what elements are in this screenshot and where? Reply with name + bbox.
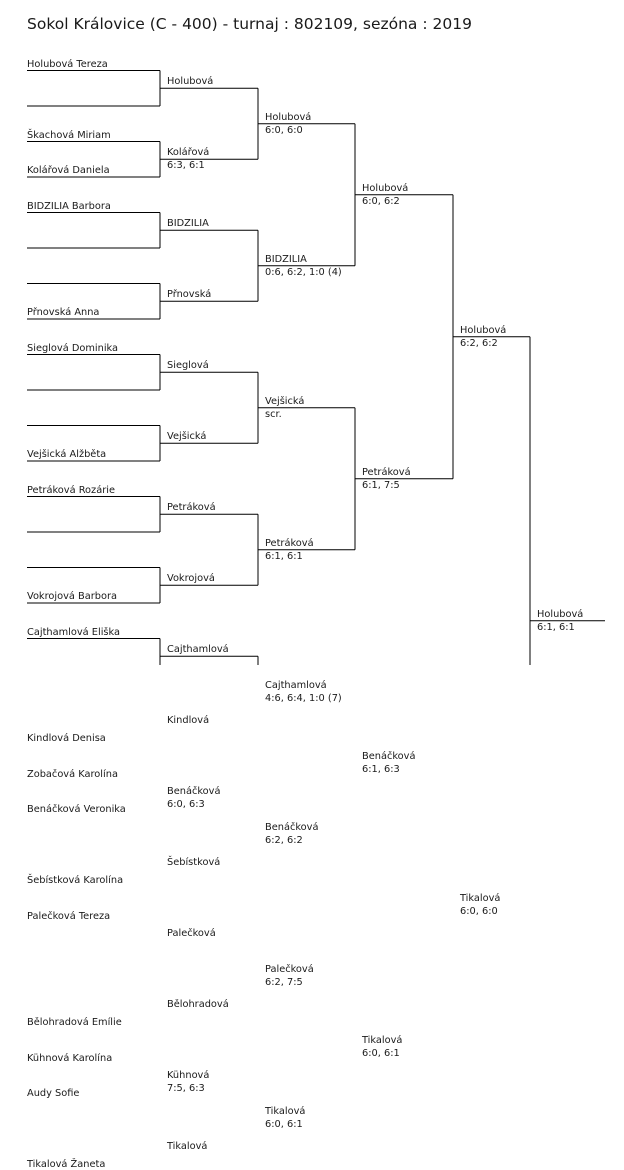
winner-name: Cajthamlová: [265, 679, 327, 691]
player-name: Sieglová Dominika: [27, 342, 119, 354]
match-score: scr.: [265, 408, 282, 420]
winner-name: Přnovská: [167, 289, 212, 301]
match-score: 6:0, 6:0: [460, 905, 498, 917]
winner-name: Vejšická: [167, 431, 207, 443]
player-name: Palečková Tereza: [27, 910, 111, 922]
match-score: 6:1, 7:5: [362, 479, 400, 491]
winner-name: Tikalová: [362, 1034, 403, 1046]
match-score: 6:0, 6:2: [362, 195, 400, 207]
player-name: Holubová Tereza: [27, 58, 108, 70]
match-score: 6:1, 6:1: [537, 621, 575, 633]
player-name: Kolářová Daniela: [27, 165, 110, 176]
match-score: 6:0, 6:1: [362, 1047, 400, 1059]
winner-name: BIDZILIA: [265, 253, 307, 265]
winner-name: Palečková: [265, 963, 314, 975]
winner-name: Holubová: [362, 182, 409, 194]
winner-name: Bělohradová: [167, 999, 229, 1011]
match-score: 6:2, 6:2: [265, 834, 303, 846]
match-score: 7:5, 6:3: [167, 1083, 205, 1095]
winner-name: Petráková: [167, 502, 216, 514]
winner-name: Kühnová: [167, 1070, 210, 1082]
winner-name: Tikalová: [265, 1105, 306, 1117]
bracket-lines: [27, 70, 605, 665]
winner-name: Holubová: [460, 324, 507, 336]
winner-name: Vejšická: [265, 395, 305, 407]
player-name: Vejšická Alžběta: [27, 449, 107, 460]
winner-name: Tikalová: [167, 1141, 208, 1153]
player-name: Přnovská Anna: [27, 307, 100, 318]
match-score: 6:0, 6:0: [265, 124, 303, 136]
winner-name: Benáčková: [362, 750, 416, 762]
winner-name: Petráková: [362, 466, 411, 478]
winner-name: Vokrojová: [167, 573, 215, 585]
winner-name: Holubová: [167, 76, 214, 88]
player-name: Cajthamlová Eliška: [27, 626, 121, 638]
winner-name: Šebístková: [167, 857, 221, 869]
player-name: Tikalová Žaneta: [27, 1159, 106, 1170]
player-name: Vokrojová Barbora: [27, 591, 118, 602]
winner-name: Petráková: [265, 537, 314, 549]
match-score: 6:2, 6:2: [460, 337, 498, 349]
match-score: 6:1, 6:3: [362, 763, 400, 775]
player-name: Audy Sofie: [27, 1088, 80, 1099]
winner-name: Cajthamlová: [167, 644, 229, 656]
player-name: Petráková Rozárie: [27, 484, 115, 496]
winner-name: Kindlová: [167, 715, 210, 727]
winner-name: Holubová: [265, 111, 312, 123]
match-score: 6:0, 6:1: [265, 1118, 303, 1130]
champion-name: Holubová: [537, 608, 584, 620]
player-name: Šebístková Karolína: [27, 875, 124, 886]
winner-name: Palečková: [167, 928, 216, 940]
match-score: 6:1, 6:1: [265, 550, 303, 562]
winner-name: BIDZILIA: [167, 218, 209, 230]
player-name: Zobačová Karolína: [27, 768, 118, 780]
match-score: 6:3, 6:1: [167, 160, 205, 172]
winner-name: Sieglová: [167, 360, 209, 372]
player-name: Bělohradová Emílie: [27, 1017, 122, 1028]
winner-name: Tikalová: [460, 892, 501, 904]
winner-name: Kolářová: [167, 147, 210, 159]
match-score: 0:6, 6:2, 1:0 (4): [265, 266, 342, 278]
player-name: Kühnová Karolína: [27, 1052, 113, 1064]
player-name: Benáčková Veronika: [27, 804, 126, 815]
player-name: Škachová Miriam: [27, 129, 111, 141]
winner-name: Benáčková: [265, 821, 319, 833]
match-score: 4:6, 6:4, 1:0 (7): [265, 692, 342, 704]
player-name: BIDZILIA Barbora: [27, 200, 111, 212]
page-title: Sokol Královice (C - 400) - turnaj : 802…: [27, 15, 472, 33]
match-score: 6:2, 7:5: [265, 976, 303, 988]
player-name: Kindlová Denisa: [27, 733, 106, 744]
winner-name: Benáčková: [167, 786, 221, 798]
match-score: 6:0, 6:3: [167, 799, 205, 811]
